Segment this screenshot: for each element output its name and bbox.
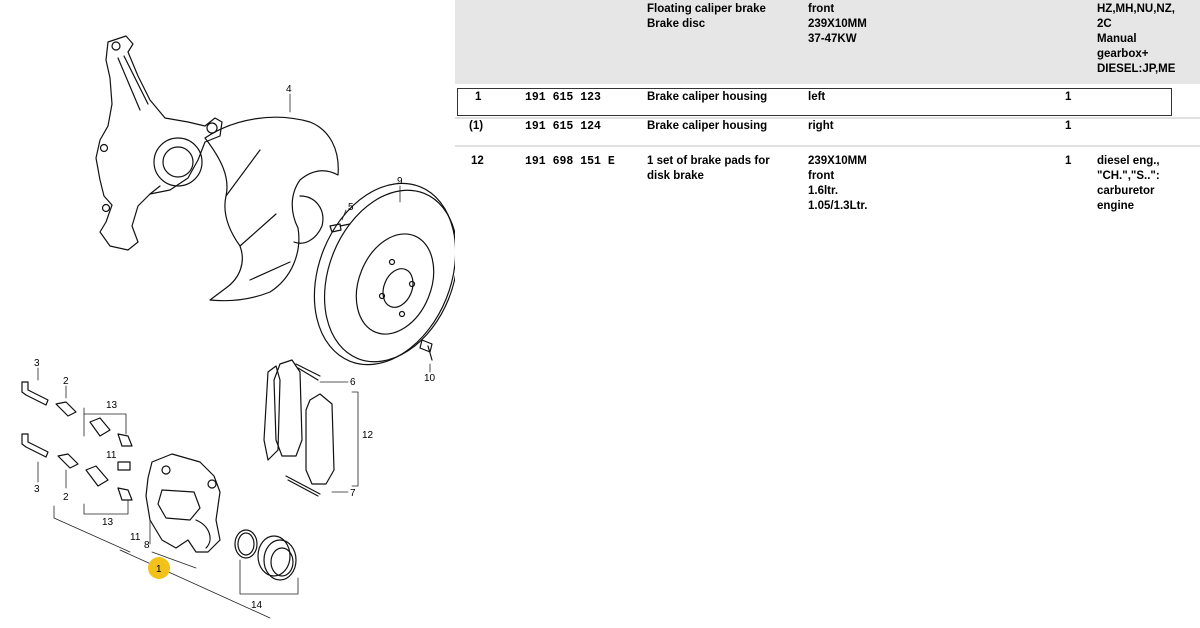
callout-labels: 4 5 9 10 6 12 7 3 2 13 11 13 11 8 1 14 3… bbox=[34, 84, 436, 611]
row-separator bbox=[455, 117, 1200, 119]
brake-pads-part bbox=[263, 359, 335, 497]
parts-table: Floating caliper brake Brake disc front … bbox=[455, 0, 1200, 628]
row-1-description: Brake caliper housing bbox=[647, 91, 768, 103]
callout-3-upper: 3 bbox=[34, 358, 40, 369]
callout-9: 9 bbox=[397, 176, 403, 187]
callout-11-lower: 11 bbox=[130, 532, 141, 543]
callout-1-highlight[interactable] bbox=[148, 557, 170, 579]
row-2-part-number[interactable]: 191 615 124 bbox=[525, 120, 601, 133]
dust-shield-part bbox=[204, 116, 339, 302]
row-3-part-number[interactable]: 191 698 151 E bbox=[525, 155, 615, 168]
piston-seal-part bbox=[234, 529, 297, 581]
row-2-description: Brake caliper housing bbox=[647, 120, 768, 132]
row-3-specification: 239X10MM front 1.6ltr. 1.05/1.3Ltr. bbox=[808, 155, 868, 212]
bolt-10-part bbox=[419, 339, 433, 361]
callout-14: 14 bbox=[251, 600, 263, 611]
callout-2-upper: 2 bbox=[63, 376, 69, 387]
row-1-position: 1 bbox=[475, 91, 482, 103]
steering-knuckle-part bbox=[95, 35, 223, 251]
row-1-specification: left bbox=[808, 91, 826, 103]
row-3-note: diesel eng., "CH.","S..": carburetor eng… bbox=[1097, 155, 1160, 212]
row-3-position: 12 bbox=[471, 155, 484, 167]
callout-11-upper: 11 bbox=[106, 450, 117, 461]
table-header: Floating caliper brake Brake disc front … bbox=[455, 0, 1200, 84]
brake-disc-part bbox=[313, 182, 455, 366]
callout-2-lower: 2 bbox=[63, 492, 69, 503]
guide-bolt-set-lower bbox=[21, 433, 133, 501]
callout-12: 12 bbox=[362, 430, 374, 441]
caliper-housing-part bbox=[145, 453, 221, 553]
row-2-position: (1) bbox=[469, 120, 484, 132]
header-description: Floating caliper brake Brake disc bbox=[647, 3, 766, 30]
callout-7: 7 bbox=[350, 488, 356, 499]
callout-6: 6 bbox=[350, 377, 356, 388]
exploded-parts-diagram: 4 5 9 10 6 12 7 3 2 13 11 13 11 8 1 14 3… bbox=[21, 35, 455, 619]
row-1-part-number[interactable]: 191 615 123 bbox=[525, 91, 601, 104]
callout-13-upper: 13 bbox=[106, 400, 118, 411]
callout-13-lower: 13 bbox=[102, 517, 114, 528]
row-2-quantity: 1 bbox=[1065, 120, 1072, 132]
row-1-quantity: 1 bbox=[1065, 91, 1072, 103]
callout-4: 4 bbox=[286, 84, 292, 95]
guide-bolt-set-upper bbox=[21, 381, 133, 447]
callout-5: 5 bbox=[348, 202, 354, 213]
header-specification: front 239X10MM 37-47KW bbox=[808, 3, 867, 45]
row-3-description: 1 set of brake pads for disk brake bbox=[647, 155, 770, 182]
row-3-quantity: 1 bbox=[1065, 155, 1072, 167]
row-2-specification: right bbox=[808, 120, 834, 132]
callout-10: 10 bbox=[424, 373, 436, 384]
table-row-selected[interactable] bbox=[457, 88, 1172, 116]
callout-1: 1 bbox=[156, 564, 162, 575]
callout-3-lower: 3 bbox=[34, 484, 40, 495]
header-model-codes: HZ,MH,NU,NZ, 2C Manual gearbox+ DIESEL:J… bbox=[1097, 3, 1176, 75]
row-separator bbox=[455, 145, 1200, 147]
callout-8: 8 bbox=[144, 540, 150, 551]
